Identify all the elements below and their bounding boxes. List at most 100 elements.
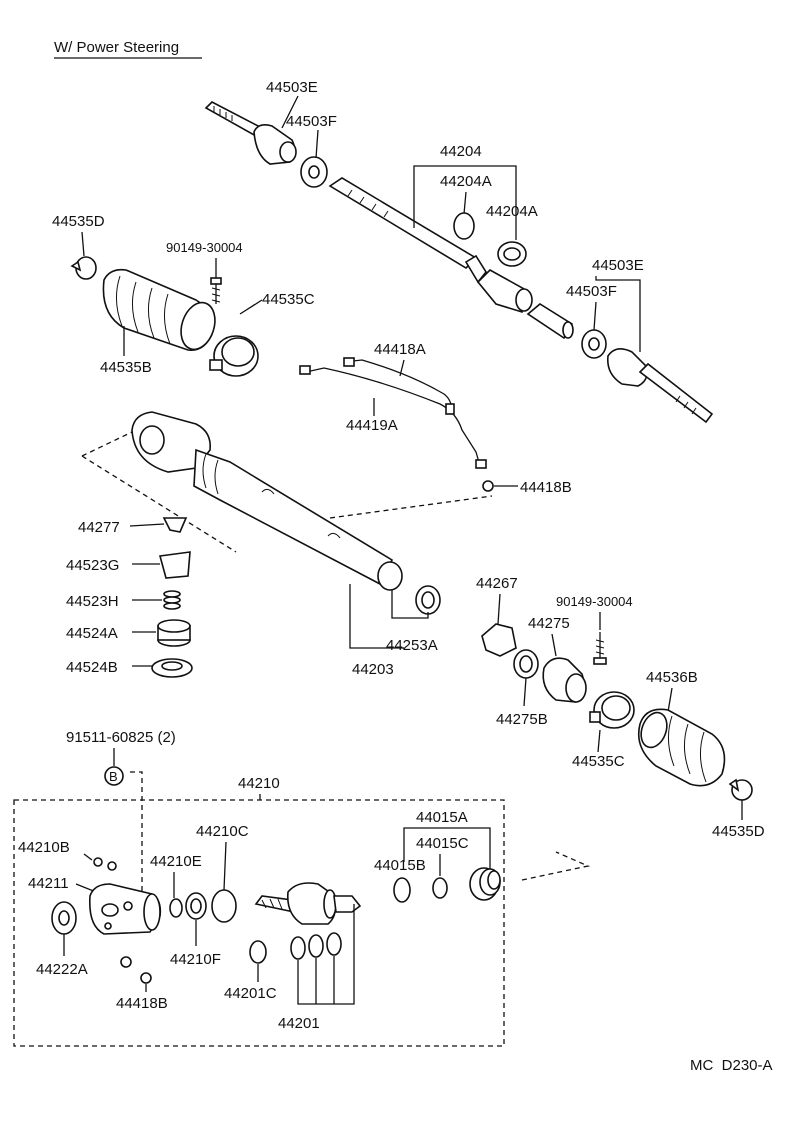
label-44275B: 44275B bbox=[496, 711, 548, 728]
label-44211: 44211 bbox=[28, 875, 69, 892]
label-44535D-left: 44535D bbox=[52, 213, 105, 230]
cap-44267 bbox=[481, 623, 517, 657]
label-44015B: 44015B bbox=[374, 857, 426, 874]
label-44524A: 44524A bbox=[66, 625, 118, 642]
clamp-44535C-right bbox=[589, 691, 635, 729]
diagram-title: W/ Power Steering bbox=[54, 39, 179, 56]
bushing-44253A bbox=[415, 585, 441, 615]
label-44418A: 44418A bbox=[374, 341, 426, 358]
leader-44204A-1 bbox=[463, 191, 467, 215]
guide-line-b bbox=[81, 455, 237, 553]
label-44203: 44203 bbox=[352, 661, 394, 678]
label-44210E: 44210E bbox=[150, 853, 202, 870]
seal-44210E bbox=[169, 898, 183, 918]
lock-washer-44503F-top bbox=[300, 156, 328, 188]
clip-44535D-left bbox=[70, 256, 97, 280]
lock-washer-44503F-right bbox=[581, 329, 607, 359]
leader-44253A bbox=[391, 590, 429, 619]
steering-rack bbox=[328, 177, 487, 284]
spring-44523H bbox=[163, 590, 181, 610]
leader-44536B bbox=[667, 687, 673, 713]
seal-44015C bbox=[432, 877, 448, 899]
leader-44535D-left bbox=[81, 231, 85, 257]
label-44523H: 44523H bbox=[66, 593, 119, 610]
spring-cap-44277 bbox=[162, 517, 188, 533]
label-44201C: 44201C bbox=[224, 985, 277, 1002]
label-90149-left: 90149-30004 bbox=[166, 240, 243, 255]
label-44204A-2: 44204A bbox=[486, 203, 538, 220]
label-91511: 91511-60825 (2) bbox=[66, 729, 176, 746]
screw-90149-right bbox=[593, 632, 607, 665]
plugs-44210B bbox=[93, 857, 117, 871]
o-ring-44210C bbox=[211, 889, 237, 923]
label-44210C: 44210C bbox=[196, 823, 249, 840]
seal-set-44015A bbox=[469, 867, 501, 901]
cover-44222A bbox=[51, 901, 77, 935]
leader-44503E-top bbox=[281, 95, 299, 129]
leader-44418A bbox=[399, 359, 405, 377]
label-44523G: 44523G bbox=[66, 557, 119, 574]
rack-housing bbox=[131, 411, 403, 591]
label-90149-right: 90149-30004 bbox=[556, 594, 633, 609]
label-44267: 44267 bbox=[476, 575, 518, 592]
leader-44503E-right bbox=[595, 276, 641, 352]
label-44418B-upper: 44418B bbox=[520, 479, 572, 496]
label-44222A: 44222A bbox=[36, 961, 88, 978]
label-44275: 44275 bbox=[528, 615, 570, 632]
leader-44210C bbox=[223, 841, 227, 891]
label-44503E-top: 44503E bbox=[266, 79, 318, 96]
label-44503E-right: 44503E bbox=[592, 257, 644, 274]
tie-rod-end-left bbox=[204, 101, 297, 165]
screw-90149-left bbox=[210, 277, 222, 304]
leader-44503F-right bbox=[593, 301, 597, 331]
lock-nut-44524B bbox=[151, 658, 193, 678]
union-seat-44418B-lower bbox=[140, 972, 152, 984]
leader-44201-a bbox=[297, 904, 355, 1005]
label-44535B: 44535B bbox=[100, 359, 152, 376]
seal-44275B bbox=[513, 649, 539, 679]
boot-44535B bbox=[102, 268, 216, 351]
label-44210: 44210 bbox=[238, 775, 280, 792]
label-44015A: 44015A bbox=[416, 809, 468, 826]
label-44503F-top: 44503F bbox=[286, 113, 337, 130]
label-44204A-1: 44204A bbox=[440, 173, 492, 190]
bushing-44275 bbox=[542, 657, 587, 703]
leader-44535C-left bbox=[239, 299, 263, 315]
label-44253A: 44253A bbox=[386, 637, 438, 654]
leader-44275 bbox=[551, 633, 557, 657]
seal-44210F bbox=[185, 892, 207, 920]
bolt-mark: B bbox=[109, 769, 118, 784]
rack-guide-44523G bbox=[158, 551, 191, 579]
label-44535C-left: 44535C bbox=[262, 291, 315, 308]
leader-44535C-right bbox=[597, 729, 601, 753]
bolt-mark-circle bbox=[104, 766, 124, 786]
guide-line-a bbox=[81, 431, 133, 457]
control-valve-shaft bbox=[254, 882, 362, 925]
leader-44503F-top bbox=[315, 129, 319, 159]
valve-assembly-frame bbox=[13, 799, 505, 1047]
bushing-44204A bbox=[497, 241, 527, 267]
valve-housing-44211 bbox=[88, 883, 162, 935]
leader-44203 bbox=[349, 584, 404, 649]
leader-44204 bbox=[413, 165, 517, 240]
diagram-code: MC D230-A bbox=[690, 1057, 773, 1074]
clamp-44535C-left bbox=[209, 335, 259, 377]
leader-44277 bbox=[129, 523, 165, 527]
adjusting-screw-44524A bbox=[157, 619, 191, 647]
label-44535D-right: 44535D bbox=[712, 823, 765, 840]
leader-44015A bbox=[403, 827, 491, 872]
o-ring-44204A bbox=[453, 212, 475, 240]
guide-line-c bbox=[329, 495, 493, 519]
union-seat-small bbox=[120, 956, 132, 968]
leader-44267 bbox=[497, 593, 501, 625]
label-44535C-right: 44535C bbox=[572, 753, 625, 770]
label-44277: 44277 bbox=[78, 519, 120, 536]
label-44015C: 44015C bbox=[416, 835, 469, 852]
leader-44275B bbox=[523, 677, 527, 707]
clip-44535D-right bbox=[728, 778, 753, 801]
label-44536B: 44536B bbox=[646, 669, 698, 686]
bolt-guide-line bbox=[130, 771, 143, 892]
label-44503F-right: 44503F bbox=[566, 283, 617, 300]
seal-rings-44201 bbox=[249, 932, 342, 964]
